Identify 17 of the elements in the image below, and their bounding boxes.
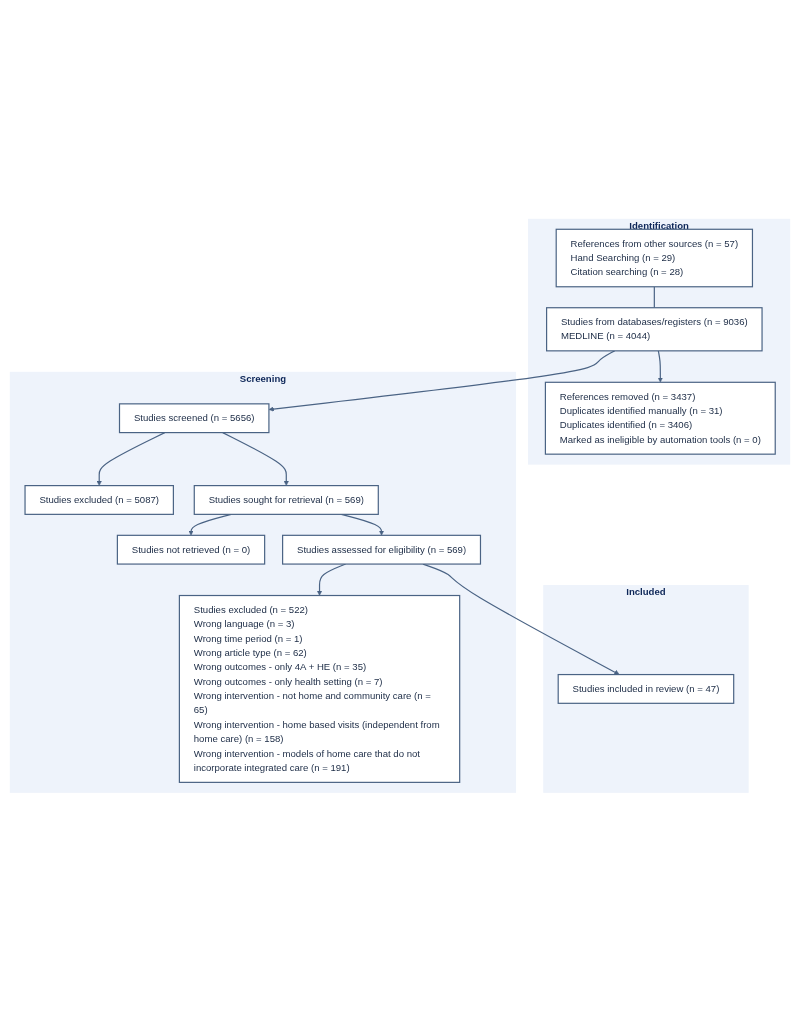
node-box: Studies included in review (n = 47) (557, 673, 735, 704)
node-box: Studies from databases/registers (n = 9036) MEDLINE (n = 4044) (546, 306, 763, 352)
node-box: References removed (n = 3437) Duplicates identified manually (n = 31) Duplicates identified (n = 3406) Marked as ineligible by automation tools (n = 0) (544, 381, 776, 455)
arrow (657, 349, 663, 383)
node-box: Studies sought for retrieval (n = 569) (193, 484, 379, 515)
connector (653, 285, 655, 308)
node-box: References from other sources (n = 57) Hand Searching (n = 29) Citation searching (n = 28) (555, 228, 754, 288)
arrow (422, 563, 620, 675)
node-box: Studies not retrieved (n = 0) (116, 534, 266, 565)
arrow (96, 431, 166, 486)
node-box: Studies excluded (n = 522) Wrong language (n = 3) Wrong time period (n = 1) Wrong article type (n = 62) Wrong outcomes - only 4A + HE (n = 35) Wrong outcomes - only health setting (n = 7) Wrong intervention - not home and community care (n = 65) Wrong intervention - home based visits (independent from home care) (n = 158) Wrong intervention - models of home care that do not incorporate integrated care (n = 191) (178, 594, 461, 783)
node-box: Studies excluded (n = 5087) (24, 484, 174, 515)
arrow (268, 349, 616, 412)
arrow (316, 563, 347, 596)
node-box: Studies screened (n = 5656) (118, 402, 270, 433)
arrow (222, 431, 289, 486)
node-box: Studies assessed for eligibility (n = 569) (282, 534, 482, 565)
